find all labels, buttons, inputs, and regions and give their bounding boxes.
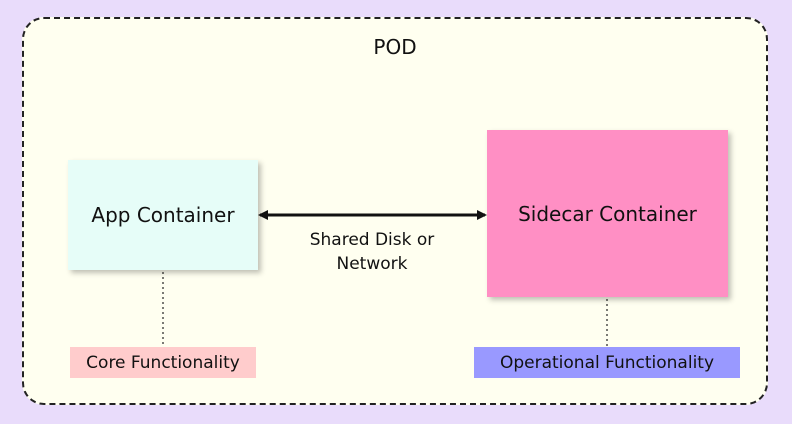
operational-functionality-text: Operational Functionality [499, 352, 715, 373]
app-container-label: App Container [91, 203, 235, 227]
sidecar-container-box: Sidecar Container [487, 130, 728, 297]
connection-label-line2: Network [336, 254, 408, 274]
sidecar-container-label: Sidecar Container [518, 201, 697, 226]
core-functionality-text: Core Functionality [86, 352, 240, 373]
connection-label: Shared Disk or Network [282, 228, 462, 276]
operational-functionality-label: Operational Functionality [474, 347, 740, 378]
pod-title: POD [373, 35, 417, 59]
app-container-box: App Container [68, 160, 258, 270]
core-functionality-label: Core Functionality [70, 347, 256, 378]
connection-label-line1: Shared Disk or [309, 230, 435, 250]
